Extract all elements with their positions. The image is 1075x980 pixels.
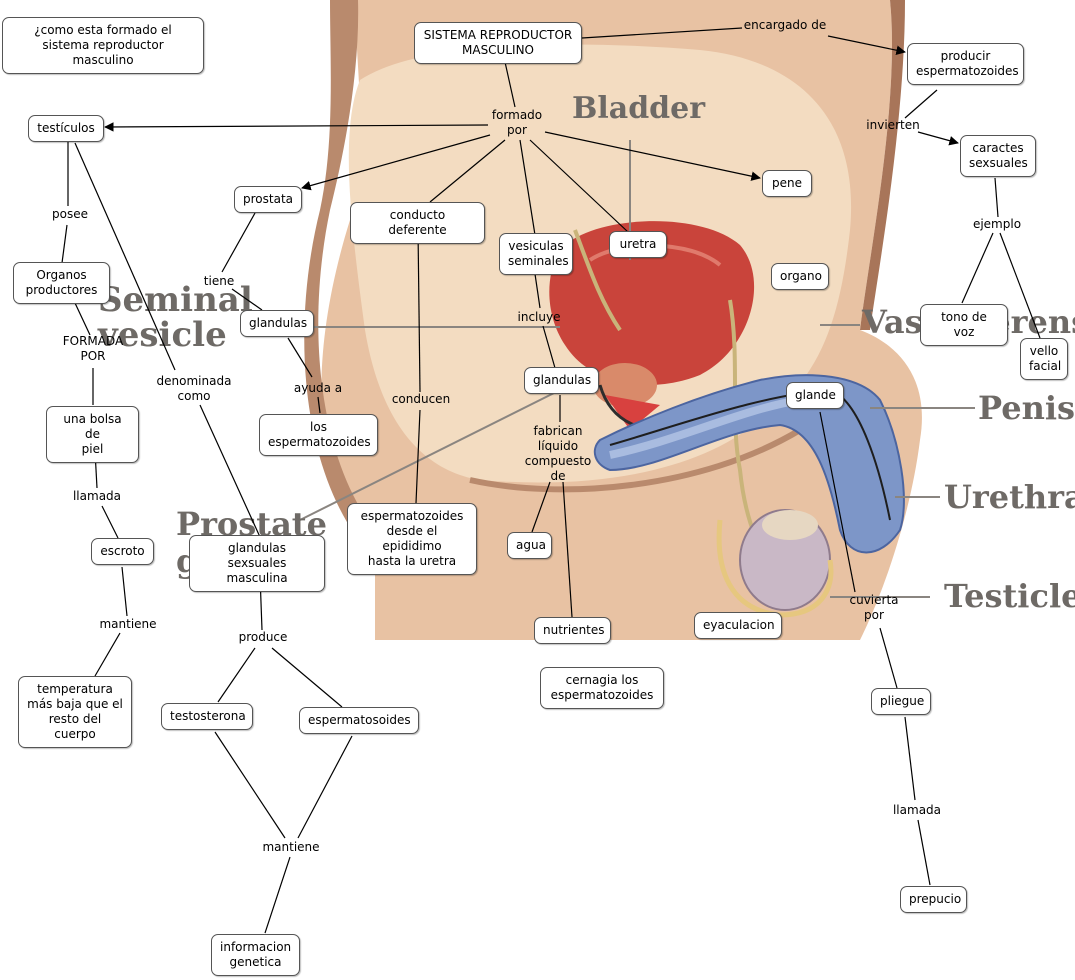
node-vesiculas-seminales[interactable]: vesiculas seminales xyxy=(499,233,573,275)
link-label-posee: posee xyxy=(52,207,88,221)
link-label-produce: produce xyxy=(238,630,288,644)
node-los-espermatozoides[interactable]: los espermatozoides xyxy=(259,414,378,456)
node-glandulas[interactable]: glandulas xyxy=(240,310,314,337)
node-testiculos[interactable]: testículos xyxy=(28,115,104,142)
link-label-llamada-escroto: llamada xyxy=(72,489,122,503)
node-vello-facial[interactable]: vello facial xyxy=(1020,338,1068,380)
link-label-denominada-como: denominada como xyxy=(156,374,232,403)
link-label-mantiene-informacion: mantiene xyxy=(262,840,320,854)
image-label-bladder: Bladder xyxy=(572,91,706,126)
link-label-tiene: tiene xyxy=(203,274,235,288)
node-escroto[interactable]: escroto xyxy=(91,538,154,565)
link-label-encargado-de: encargado de xyxy=(743,18,827,32)
link-label-formada-por: FORMADA POR xyxy=(62,334,124,363)
node-organo[interactable]: organo xyxy=(771,263,829,290)
node-temperatura[interactable]: temperatura más baja que el resto del cu… xyxy=(18,676,132,748)
node-sistema-reproductor[interactable]: SISTEMA REPRODUCTOR MASCULINO xyxy=(414,22,582,64)
node-nutrientes[interactable]: nutrientes xyxy=(534,617,611,644)
link-label-incluye: incluye xyxy=(517,310,561,324)
node-agua[interactable]: agua xyxy=(507,532,552,559)
node-glande[interactable]: glande xyxy=(786,382,844,409)
node-prostata[interactable]: prostata xyxy=(234,186,302,213)
node-eyaculacion[interactable]: eyaculacion xyxy=(694,612,782,639)
node-informacion-genetica[interactable]: informacion genetica xyxy=(211,934,300,976)
node-bolsa-de-piel[interactable]: una bolsa de piel xyxy=(46,406,139,463)
node-question[interactable]: ¿como esta formado el sistema reproducto… xyxy=(2,17,204,74)
link-label-formado-por: formado por xyxy=(491,108,543,137)
node-glandulas-sexsuales[interactable]: glandulas sexsuales masculina xyxy=(189,535,325,592)
link-label-llamada-prepucio: llamada xyxy=(892,803,942,817)
node-prepucio[interactable]: prepucio xyxy=(900,886,967,913)
link-label-invierten: invierten xyxy=(866,118,920,132)
link-label-mantiene-temperatura: mantiene xyxy=(99,617,157,631)
node-cernagia-espermatozoides[interactable]: cernagia los espermatozoides xyxy=(540,667,664,709)
node-testosterona[interactable]: testosterona xyxy=(161,703,253,730)
link-label-conducen: conducen xyxy=(391,392,451,406)
image-label-penis: Penis xyxy=(978,389,1075,427)
link-label-ayuda-a: ayuda a xyxy=(293,381,343,395)
node-organos-productores[interactable]: Organos productores xyxy=(13,262,110,304)
image-label-urethra: Urethra xyxy=(944,478,1075,516)
node-tono-de-voz[interactable]: tono de voz xyxy=(920,304,1008,346)
node-pene[interactable]: pene xyxy=(762,170,812,197)
link-label-cuvierta-por: cuvierta por xyxy=(849,593,899,622)
node-producir-espermatozoides[interactable]: producir espermatozoides xyxy=(907,43,1024,85)
node-conducto-deferente[interactable]: conducto deferente xyxy=(350,202,485,244)
node-pliegue[interactable]: pliegue xyxy=(871,688,931,715)
node-caracteres-sexuales[interactable]: caractes sexsuales xyxy=(960,135,1036,177)
link-label-ejemplo: ejemplo xyxy=(972,217,1022,231)
link-label-fabrican-liquido: fabrican líquido compuesto de xyxy=(524,424,592,483)
node-glandulas-incluye[interactable]: glandulas xyxy=(524,367,599,394)
node-uretra[interactable]: uretra xyxy=(609,231,667,258)
image-label-testicle: Testicle xyxy=(944,577,1075,615)
node-espermatosoides[interactable]: espermatosoides xyxy=(299,707,419,734)
node-espermatozoides-epididimo[interactable]: espermatozoides desde el epididimo hasta… xyxy=(347,503,477,575)
